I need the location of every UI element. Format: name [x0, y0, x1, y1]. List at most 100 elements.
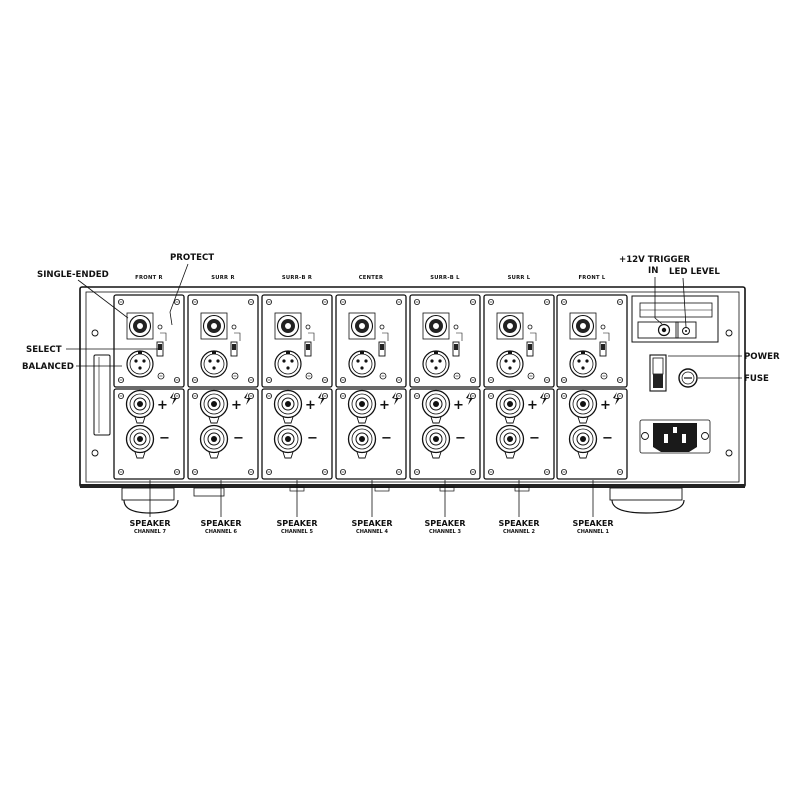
screw-icon — [173, 392, 180, 399]
screw-icon — [487, 392, 494, 399]
single-ended-callout: SINGLE-ENDED — [37, 270, 109, 280]
speaker-terminal-positive-icon[interactable] — [421, 389, 451, 424]
screw-icon — [487, 468, 494, 475]
speaker-label: SPEAKER — [498, 519, 539, 528]
speaker-terminal-positive-icon[interactable] — [125, 389, 155, 424]
screw-icon — [173, 468, 180, 475]
xlr-jack-icon[interactable] — [126, 350, 154, 378]
plus-mark: + — [379, 398, 390, 413]
select-switch-icon[interactable] — [526, 332, 537, 357]
channel-top-label: FRONT L — [578, 275, 605, 281]
fuse-holder-icon[interactable] — [678, 368, 698, 388]
select-switch-icon[interactable] — [452, 332, 463, 357]
rca-jack-icon[interactable] — [200, 312, 228, 340]
plus-mark: + — [305, 398, 316, 413]
speaker-terminal-positive-icon[interactable] — [273, 389, 303, 424]
screw-icon — [321, 468, 328, 475]
screw-icon — [395, 468, 402, 475]
screw-icon — [469, 468, 476, 475]
rca-jack-icon[interactable] — [274, 312, 302, 340]
xlr-jack-icon[interactable] — [496, 350, 524, 378]
select-switch-icon[interactable] — [230, 332, 241, 357]
screw-icon — [339, 468, 346, 475]
speaker-terminal-negative-icon[interactable] — [125, 424, 155, 459]
ground-screw-icon — [305, 372, 313, 380]
speaker-terminal-positive-icon[interactable] — [495, 389, 525, 424]
speaker-terminal-positive-icon[interactable] — [568, 389, 598, 424]
screw-icon — [339, 376, 346, 383]
select-switch-icon[interactable] — [599, 332, 610, 357]
power-inlet-icon[interactable] — [639, 419, 711, 454]
xlr-jack-icon[interactable] — [348, 350, 376, 378]
screw-icon — [487, 376, 494, 383]
select-switch-icon[interactable] — [304, 332, 315, 357]
speaker-terminal-negative-icon[interactable] — [568, 424, 598, 459]
screw-icon — [617, 376, 624, 383]
screw-icon — [395, 298, 402, 305]
screw-icon — [191, 298, 198, 305]
chassis-foot-right — [609, 487, 685, 514]
channel-module: +− — [261, 294, 333, 480]
screw-icon — [265, 376, 272, 383]
select-switch-icon[interactable] — [156, 332, 167, 357]
control-section — [631, 295, 719, 454]
screw-icon — [617, 298, 624, 305]
speaker-terminal-negative-icon[interactable] — [421, 424, 451, 459]
protect-led-icon — [305, 324, 311, 330]
xlr-jack-icon[interactable] — [274, 350, 302, 378]
speaker-terminal-negative-icon[interactable] — [495, 424, 525, 459]
screw-icon — [191, 376, 198, 383]
speaker-terminal-positive-icon[interactable] — [347, 389, 377, 424]
screw-icon — [617, 392, 624, 399]
speaker-label: SPEAKER — [572, 519, 613, 528]
channel-top-label: SURR L — [508, 275, 531, 281]
minus-mark: − — [233, 431, 244, 446]
rca-jack-icon[interactable] — [496, 312, 524, 340]
screw-icon — [469, 392, 476, 399]
speaker-terminal-negative-icon[interactable] — [347, 424, 377, 459]
protect-led-icon — [231, 324, 237, 330]
minus-mark: − — [529, 431, 540, 446]
screw-icon — [265, 392, 272, 399]
speaker-channel-label: CHANNEL 5 — [281, 529, 313, 535]
speaker-label: SPEAKER — [351, 519, 392, 528]
screw-icon — [395, 392, 402, 399]
rca-jack-icon[interactable] — [422, 312, 450, 340]
screw-icon — [247, 376, 254, 383]
screw-icon — [265, 468, 272, 475]
xlr-jack-icon[interactable] — [569, 350, 597, 378]
rca-jack-icon[interactable] — [569, 312, 597, 340]
screw-icon — [321, 392, 328, 399]
speaker-terminal-negative-icon[interactable] — [273, 424, 303, 459]
trigger-jack-icon[interactable] — [657, 323, 671, 337]
rca-jack-icon[interactable] — [126, 312, 154, 340]
protect-led-icon — [453, 324, 459, 330]
speaker-terminal-positive-icon[interactable] — [199, 389, 229, 424]
trigger-callout-line2: IN — [648, 266, 658, 276]
speaker-channel-label: CHANNEL 3 — [429, 529, 461, 535]
screw-icon — [561, 376, 568, 383]
screw-icon — [487, 298, 494, 305]
speaker-terminal-negative-icon[interactable] — [199, 424, 229, 459]
minus-mark: − — [307, 431, 318, 446]
channel-top-label: SURR-B R — [282, 275, 312, 281]
rca-jack-icon[interactable] — [348, 312, 376, 340]
xlr-jack-icon[interactable] — [200, 350, 228, 378]
channel-top-label: FRONT R — [135, 275, 163, 281]
callouts: PROTECT SINGLE-ENDED SELECT BALANCED +12… — [22, 253, 780, 384]
screw-icon — [118, 392, 125, 399]
chassis-screw-icon — [91, 329, 733, 457]
led-level-callout: LED LEVEL — [669, 267, 720, 277]
screw-icon — [544, 298, 551, 305]
xlr-jack-icon[interactable] — [422, 350, 450, 378]
speaker-label: SPEAKER — [424, 519, 465, 528]
screw-icon — [339, 298, 346, 305]
screw-icon — [321, 376, 328, 383]
screw-icon — [118, 298, 125, 305]
screw-icon — [118, 376, 125, 383]
select-switch-icon[interactable] — [378, 332, 389, 357]
power-switch-icon[interactable] — [649, 354, 667, 392]
screw-icon — [617, 468, 624, 475]
led-level-knob-icon[interactable] — [682, 327, 690, 335]
